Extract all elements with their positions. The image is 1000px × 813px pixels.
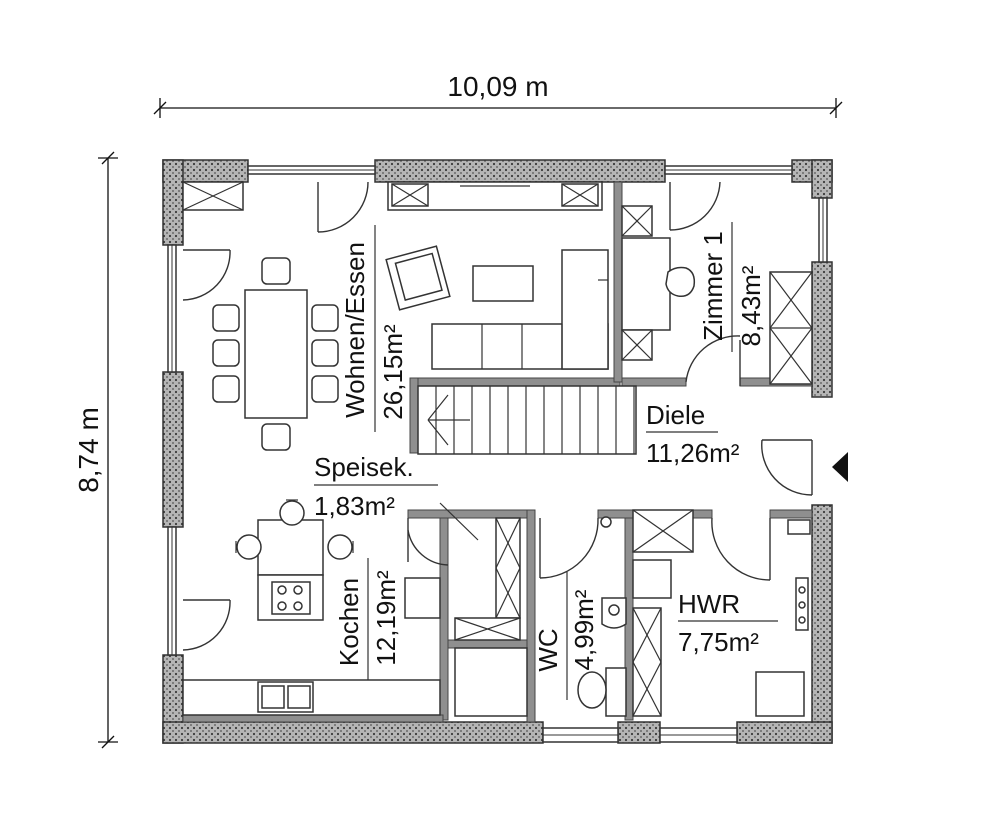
room-wohnen-essen: Wohnen/Essen 26,15m²: [340, 225, 408, 432]
room-area-wc: 4,99m²: [569, 589, 599, 670]
entrance-arrow-icon: [832, 452, 848, 482]
dimension-height: 8,74 m: [73, 151, 118, 749]
windows: [167, 165, 828, 743]
room-diele: Diele 11,26m²: [646, 400, 740, 468]
room-name-wohnen: Wohnen/Essen: [340, 242, 370, 418]
room-hwr: HWR 7,75m²: [678, 589, 778, 657]
room-kochen: Kochen 12,19m²: [334, 558, 401, 680]
room-area-wohnen: 26,15m²: [378, 324, 408, 420]
staircase: [417, 385, 637, 455]
wc-fixtures: [577, 516, 627, 717]
dimension-width: 10,09 m: [153, 71, 843, 118]
room-name-hwr: HWR: [678, 589, 740, 619]
cabinet-top-left: [182, 181, 244, 211]
room-area-hwr: 7,75m²: [678, 627, 759, 657]
exterior-walls: [162, 159, 833, 744]
hwr-fixtures: [632, 509, 811, 717]
room-name-zimmer: Zimmer 1: [698, 231, 728, 341]
room-area-zimmer: 8,43m²: [736, 265, 766, 346]
height-label: 8,74 m: [73, 407, 104, 493]
room-name-kochen: Kochen: [334, 578, 364, 666]
kitchen-counter: [182, 577, 441, 716]
room-speisek: Speisek. 1,83m²: [314, 452, 438, 521]
dining-set: [212, 257, 339, 451]
tv-sideboard: [387, 181, 603, 211]
room-area-diele: 11,26m²: [646, 438, 740, 468]
pantry-shelves: [454, 517, 528, 717]
width-label: 10,09 m: [447, 71, 548, 102]
room-name-wc: WC: [533, 628, 563, 671]
room-name-diele: Diele: [646, 400, 705, 430]
room-area-speisek: 1,83m²: [314, 491, 395, 521]
room-name-speisek: Speisek.: [314, 452, 414, 482]
kitchen-island: [235, 499, 354, 621]
sofa-set: [385, 245, 609, 370]
room-wc: WC 4,99m²: [533, 572, 599, 700]
zimmer-wardrobe: [769, 271, 813, 385]
room-zimmer-1: Zimmer 1 8,43m²: [698, 222, 766, 352]
zimmer-desk: [621, 205, 696, 361]
room-area-kochen: 12,19m²: [371, 570, 401, 666]
